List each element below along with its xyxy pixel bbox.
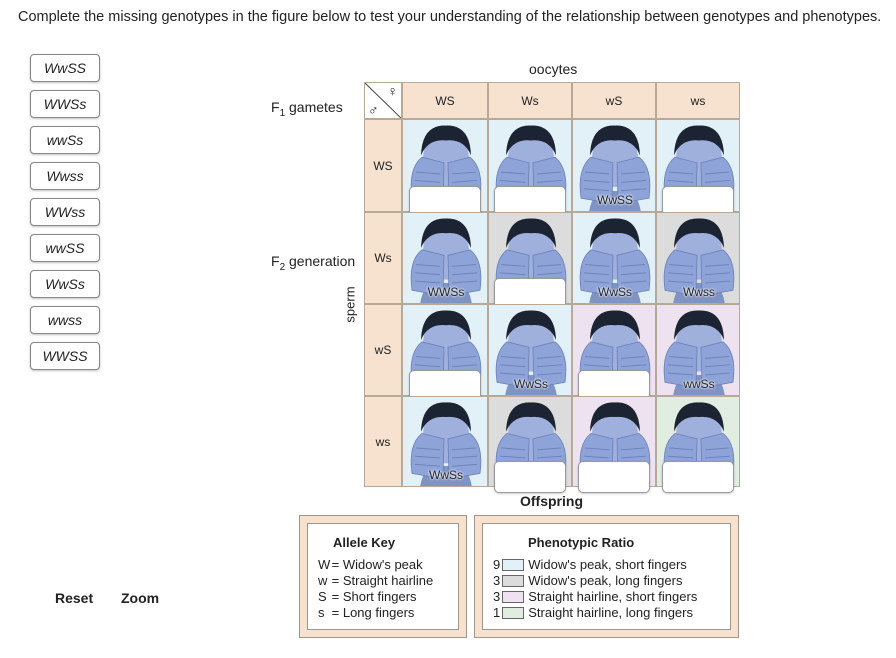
- face-illustration-icon: [403, 213, 487, 303]
- ratio-count: 3: [493, 573, 501, 588]
- corner-cell: ♀ ♂: [364, 82, 402, 119]
- allele-meaning: Widow's peak: [342, 557, 423, 572]
- genotype-chip[interactable]: wwSs: [30, 126, 100, 154]
- phenotype-ratio-row: 1 Straight hairline, long fingers: [493, 605, 693, 621]
- allele-letter: W: [318, 557, 331, 572]
- offspring-cell: Wwss: [656, 212, 740, 304]
- f2-generation-label: F2 generation: [271, 253, 356, 273]
- sperm-gamete-header: WS: [364, 119, 402, 212]
- offspring-cell: WwSs: [572, 212, 656, 304]
- phenotype-ratio-row: 3 Widow's peak, long fingers: [493, 573, 682, 589]
- genotype-drop-target[interactable]: [578, 461, 650, 493]
- face-illustration-icon: [489, 305, 571, 395]
- phenotype-swatch: [502, 606, 525, 619]
- sperm-gamete-header: Ws: [364, 212, 402, 304]
- phenotypic-ratio-box: Phenotypic Ratio 9 Widow's peak, short fi…: [474, 515, 739, 638]
- diagonal-divider: [365, 83, 401, 118]
- female-symbol-icon: ♀: [387, 83, 399, 99]
- sperm-gamete-header: wS: [364, 304, 402, 396]
- sperm-label: sperm: [342, 286, 358, 323]
- face-illustration-icon: [657, 305, 739, 395]
- offspring-cell: WwSs: [488, 304, 572, 396]
- genotype-label: Wwss: [683, 285, 715, 299]
- genotype-chip[interactable]: WWSS: [30, 342, 100, 370]
- allele-letter: w: [318, 573, 328, 588]
- phenotype-swatch: [502, 558, 525, 571]
- phenotypic-ratio-panel: Phenotypic Ratio 9 Widow's peak, short fi…: [482, 523, 731, 630]
- genotype-chip[interactable]: WwSS: [30, 54, 100, 82]
- genotype-chip[interactable]: WWSs: [30, 90, 100, 118]
- genotype-label: WwSs: [598, 285, 632, 299]
- oocyte-gamete-header: WS: [402, 82, 488, 119]
- allele-letter: s: [318, 605, 325, 620]
- allele-key-row: w = Straight hairline: [318, 573, 433, 588]
- allele-meaning: Straight hairline: [342, 573, 434, 588]
- face-illustration-icon: [657, 213, 739, 303]
- allele-equals: =: [331, 589, 340, 604]
- zoom-button[interactable]: Zoom: [121, 590, 160, 606]
- genotype-label: WwSS: [597, 193, 633, 207]
- offspring-cell: WWSs: [402, 212, 488, 304]
- allele-equals: =: [331, 573, 340, 588]
- genotype-chip[interactable]: WWss: [30, 198, 100, 226]
- genotype-chip[interactable]: Wwss: [30, 162, 100, 190]
- genotype-label: WWSs: [427, 285, 465, 299]
- sperm-gamete-header: ws: [364, 396, 402, 487]
- phenotype-description: Straight hairline, long fingers: [528, 605, 693, 620]
- genotype-chip[interactable]: wwSS: [30, 234, 100, 262]
- phenotype-description: Widow's peak, short fingers: [528, 557, 687, 572]
- ratio-count: 1: [493, 605, 501, 620]
- allele-key-row: W = Widow's peak: [318, 557, 423, 572]
- phenotype-ratio-row: 9 Widow's peak, short fingers: [493, 557, 687, 573]
- genotype-label: WwSs: [514, 377, 548, 391]
- genotype-chip[interactable]: wwss: [30, 306, 100, 334]
- offspring-cell: WwSS: [572, 119, 656, 212]
- offspring-cell: wwSs: [656, 304, 740, 396]
- oocytes-label: oocytes: [529, 61, 578, 77]
- face-illustration-icon: [573, 120, 655, 211]
- ratio-count: 9: [493, 557, 501, 572]
- genotype-chip[interactable]: WwSs: [30, 270, 100, 298]
- face-illustration-icon: [573, 213, 655, 303]
- allele-equals: =: [331, 605, 340, 620]
- genotype-label: WwSs: [429, 468, 463, 482]
- genotype-label: wwSs: [683, 377, 715, 391]
- allele-key-title: Allele Key: [333, 535, 396, 550]
- phenotype-swatch: [502, 574, 525, 587]
- f1-gametes-label: F1 gametes: [271, 99, 343, 119]
- face-illustration-icon: [403, 397, 487, 486]
- reset-button[interactable]: Reset: [55, 590, 94, 606]
- allele-key-row: S = Short fingers: [318, 589, 417, 604]
- phenotype-ratio-row: 3 Straight hairline, short fingers: [493, 589, 697, 605]
- oocyte-gamete-header: Ws: [488, 82, 572, 119]
- allele-meaning: Short fingers: [342, 589, 417, 604]
- allele-key-row: s = Long fingers: [318, 605, 414, 620]
- allele-equals: =: [331, 557, 340, 572]
- phenotypic-ratio-title: Phenotypic Ratio: [528, 535, 635, 550]
- male-symbol-icon: ♂: [368, 102, 379, 118]
- instructions: Complete the missing genotypes in the fi…: [18, 9, 882, 25]
- allele-meaning: Long fingers: [342, 605, 415, 620]
- oocyte-gamete-header: wS: [572, 82, 656, 119]
- genotype-drop-target[interactable]: [494, 461, 566, 493]
- offspring-cell: WwSs: [402, 396, 488, 487]
- phenotype-description: Straight hairline, short fingers: [528, 589, 698, 604]
- offspring-label: Offspring: [520, 493, 583, 509]
- ratio-count: 3: [493, 589, 501, 604]
- oocyte-gamete-header: ws: [656, 82, 740, 119]
- phenotype-description: Widow's peak, long fingers: [528, 573, 683, 588]
- genotype-drop-target[interactable]: [662, 461, 734, 493]
- allele-letter: S: [318, 589, 327, 604]
- phenotype-swatch: [502, 590, 525, 603]
